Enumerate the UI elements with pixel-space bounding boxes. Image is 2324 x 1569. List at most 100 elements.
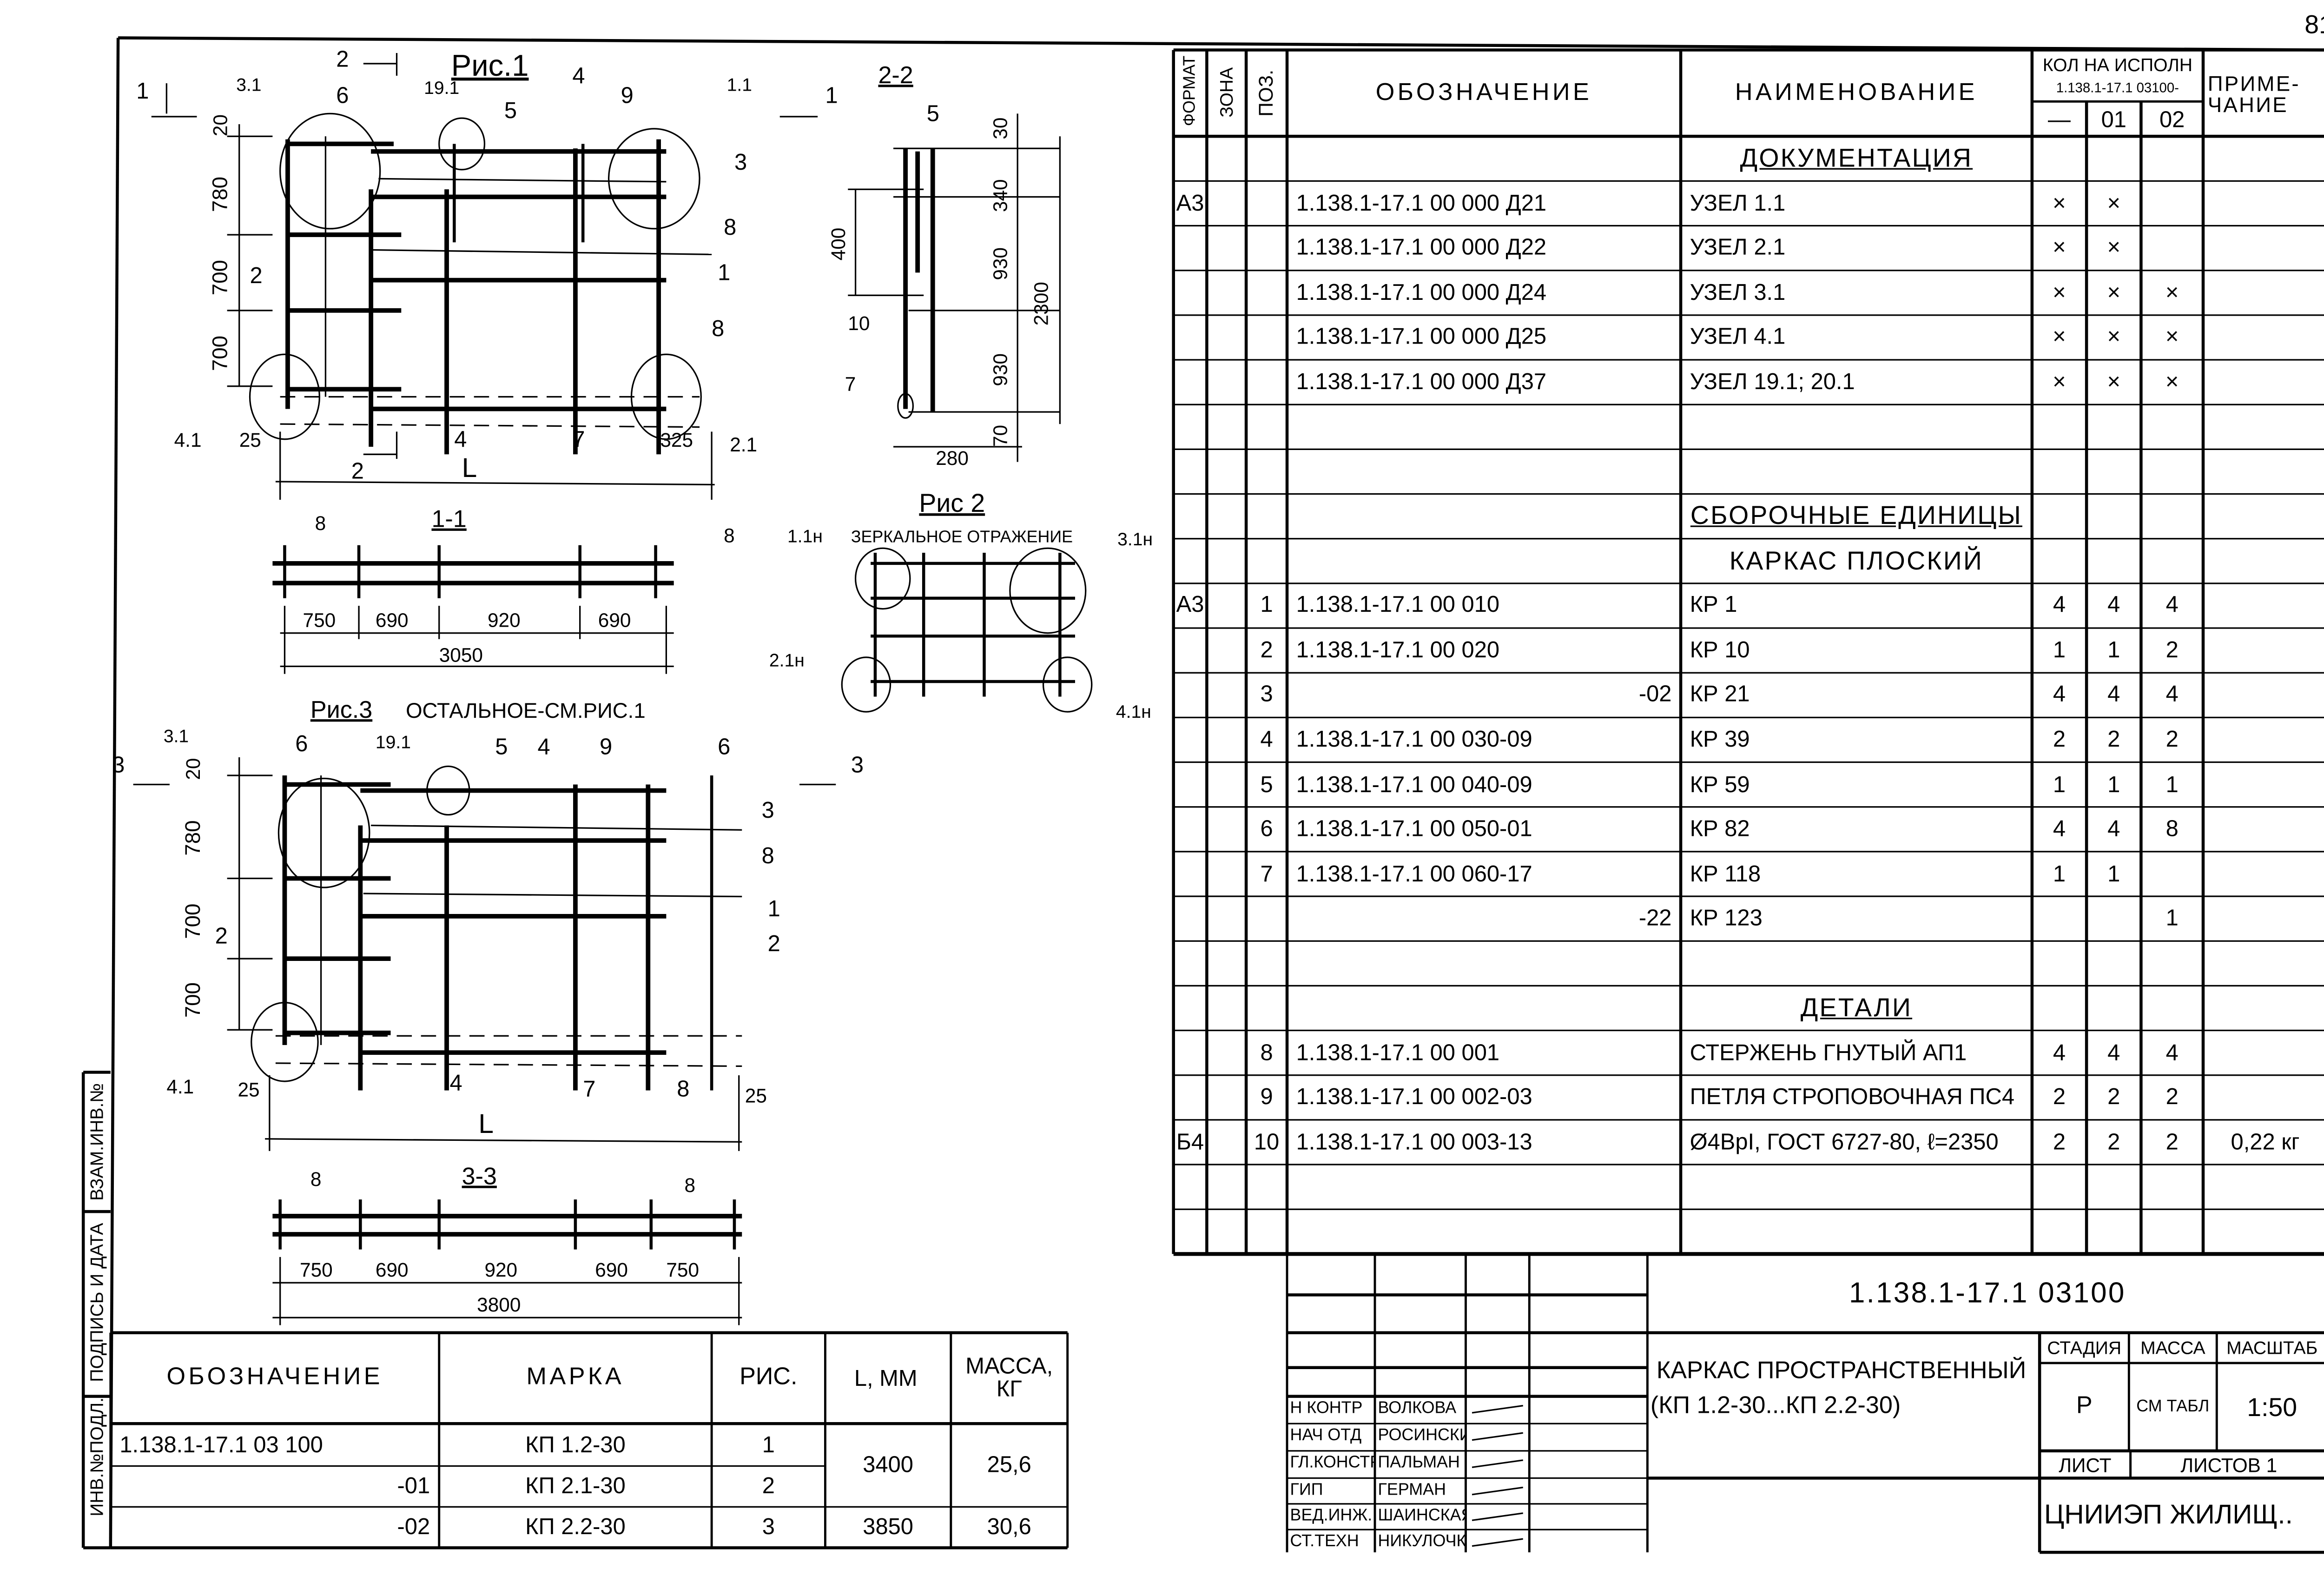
spec-cell-designation: 1.138.1-17.1 00 020	[1296, 637, 1500, 663]
spec-cell-note	[2203, 1031, 2324, 1075]
position-label: 3	[734, 150, 747, 175]
spec-cell-qty: 1	[2107, 771, 2120, 798]
position-label: 3	[762, 798, 774, 823]
node-label: 1.1н	[787, 526, 823, 546]
spec-cell-zone	[1207, 1075, 1246, 1120]
marks-row-designation: -01	[397, 1473, 430, 1500]
signer-name: ГЕРМАН	[1378, 1481, 1446, 1500]
spec-cell-qty: 2	[2107, 1129, 2120, 1155]
position-label: 7	[583, 1077, 595, 1102]
dimension-label: 400	[827, 228, 849, 261]
spec-cell-zone	[1207, 225, 1246, 270]
spec-cell-qty	[2141, 181, 2203, 225]
signature-role: ГИП	[1290, 1481, 1323, 1500]
spec-cell-qty: 2	[2053, 1129, 2066, 1155]
spec-cell-note	[2203, 852, 2324, 896]
node-label: 4.1	[174, 429, 202, 451]
spec-cell-format	[1174, 1075, 1207, 1120]
spec-cell-zone	[1207, 271, 1246, 315]
figure-3-labels: 3 3 3.1 6 19.1 5 4 9 6 3 8 1 2 2 4.1 25 …	[112, 726, 864, 1139]
spec-cell-designation: 1.138.1-17.1 00 003-13	[1296, 1129, 1532, 1155]
signature-role: ВЕД.ИНЖ.	[1290, 1507, 1373, 1525]
sheets-count-label: ЛИСТОВ 1	[2180, 1453, 2278, 1476]
spec-cell-qty: 1	[2107, 861, 2120, 887]
position-label: 5	[495, 734, 508, 759]
spec-cell-pos: 3	[1260, 682, 1273, 708]
spec-cell-note	[2203, 360, 2324, 404]
node-label: 3.1н	[1117, 530, 1153, 549]
spec-cell-qty: ×	[2053, 235, 2066, 261]
position-label: 4	[454, 427, 467, 452]
position-label: 2	[215, 924, 228, 949]
spec-section-heading: КАРКАС ПЛОСКИЙ	[1729, 546, 1984, 576]
header-zone: ЗОНА	[1215, 67, 1237, 118]
spec-cell-designation: 1.138.1-17.1 00 060-17	[1296, 861, 1532, 887]
spec-cell-note	[2203, 673, 2324, 717]
position-label: 7	[572, 427, 585, 452]
spec-cell-qty: 8	[2166, 816, 2179, 842]
signature-role: Н КОНТР	[1290, 1399, 1363, 1418]
spec-cell-pos	[1246, 896, 1287, 941]
marks-row-mass: 30,6	[987, 1514, 1031, 1541]
spec-cell-pos: 2	[1260, 637, 1273, 663]
spec-cell-note	[2203, 628, 2324, 673]
node-label: 19.1	[424, 78, 459, 98]
position-label: 1	[718, 260, 730, 285]
spec-cell-qty: 2	[2053, 1085, 2066, 1111]
spec-cell-qty: ×	[2165, 280, 2179, 306]
spec-cell-format	[1174, 271, 1207, 315]
spec-cell-qty: 4	[2166, 593, 2179, 619]
spec-cell-pos: 1	[1260, 593, 1273, 619]
spec-cell-qty: 2	[2166, 1085, 2179, 1111]
position-label: 9	[600, 734, 612, 759]
spec-cell-designation: -22	[1638, 906, 1672, 932]
spec-cell-pos: 5	[1260, 771, 1273, 798]
spec-cell-qty: ×	[2107, 369, 2121, 395]
spec-cell-pos: 4	[1260, 727, 1273, 753]
dimension-label: 690	[376, 1259, 409, 1281]
length-label: L	[478, 1109, 494, 1139]
spec-cell-note	[2203, 271, 2324, 315]
spec-cell-format	[1174, 225, 1207, 270]
spec-cell-name: КР 39	[1690, 727, 1750, 753]
spec-cell-pos: 6	[1260, 816, 1273, 842]
marks-header-mark: МАРКА	[526, 1364, 625, 1390]
dimension-label: 30	[989, 118, 1011, 139]
node-label: 1.1	[727, 75, 752, 95]
section-mark: 3	[851, 752, 864, 777]
spec-cell-format	[1174, 315, 1207, 360]
header-qty-code: 1.138.1-17.1 03100-	[2056, 79, 2179, 95]
marks-row-length: 3850	[863, 1514, 914, 1541]
spec-cell-name: КР 123	[1690, 906, 1763, 932]
spec-cell-format: А3	[1176, 593, 1204, 619]
spec-cell-note: 0,22 кг	[2231, 1129, 2300, 1155]
signature-role: СТ.ТЕХН	[1290, 1532, 1359, 1551]
spec-cell-qty: 2	[2166, 727, 2179, 753]
figure-1: Рис.1	[136, 46, 838, 500]
scale-value: 1:50	[2247, 1392, 2298, 1422]
node-label: 2.1	[730, 434, 757, 456]
spec-cell-qty: 4	[2107, 593, 2120, 619]
dimension-label: 690	[376, 609, 409, 631]
signer-name: ШАИНСКАЯ	[1378, 1507, 1466, 1525]
spec-cell-zone	[1207, 360, 1246, 404]
spec-cell-format	[1174, 717, 1207, 762]
spec-cell-format	[1174, 673, 1207, 717]
spec-cell-note	[2203, 315, 2324, 360]
spec-cell-qty: 2	[2053, 727, 2066, 753]
signer-name: РОСИНСКИЙ	[1378, 1426, 1466, 1445]
spec-cell-qty: 2	[2107, 727, 2120, 753]
spec-cell-qty: ×	[2107, 190, 2121, 217]
spec-cell-qty	[2032, 896, 2086, 941]
dimension-label: 2300	[1030, 282, 1052, 325]
position-label: 4	[537, 734, 550, 759]
dimension-label: 280	[936, 447, 969, 469]
stage-label: СТАДИЯ	[2047, 1337, 2122, 1359]
position-label: 10	[848, 312, 870, 334]
spec-cell-name: УЗЕЛ 1.1	[1690, 190, 1786, 217]
node-label: 2.1н	[769, 650, 805, 670]
dimension-label: 20	[182, 758, 204, 780]
marks-row-mark: КП 1.2-30	[525, 1432, 626, 1458]
mass-label: МАССА	[2140, 1337, 2205, 1359]
spec-section-heading: ДОКУМЕНТАЦИЯ	[1740, 144, 1973, 173]
